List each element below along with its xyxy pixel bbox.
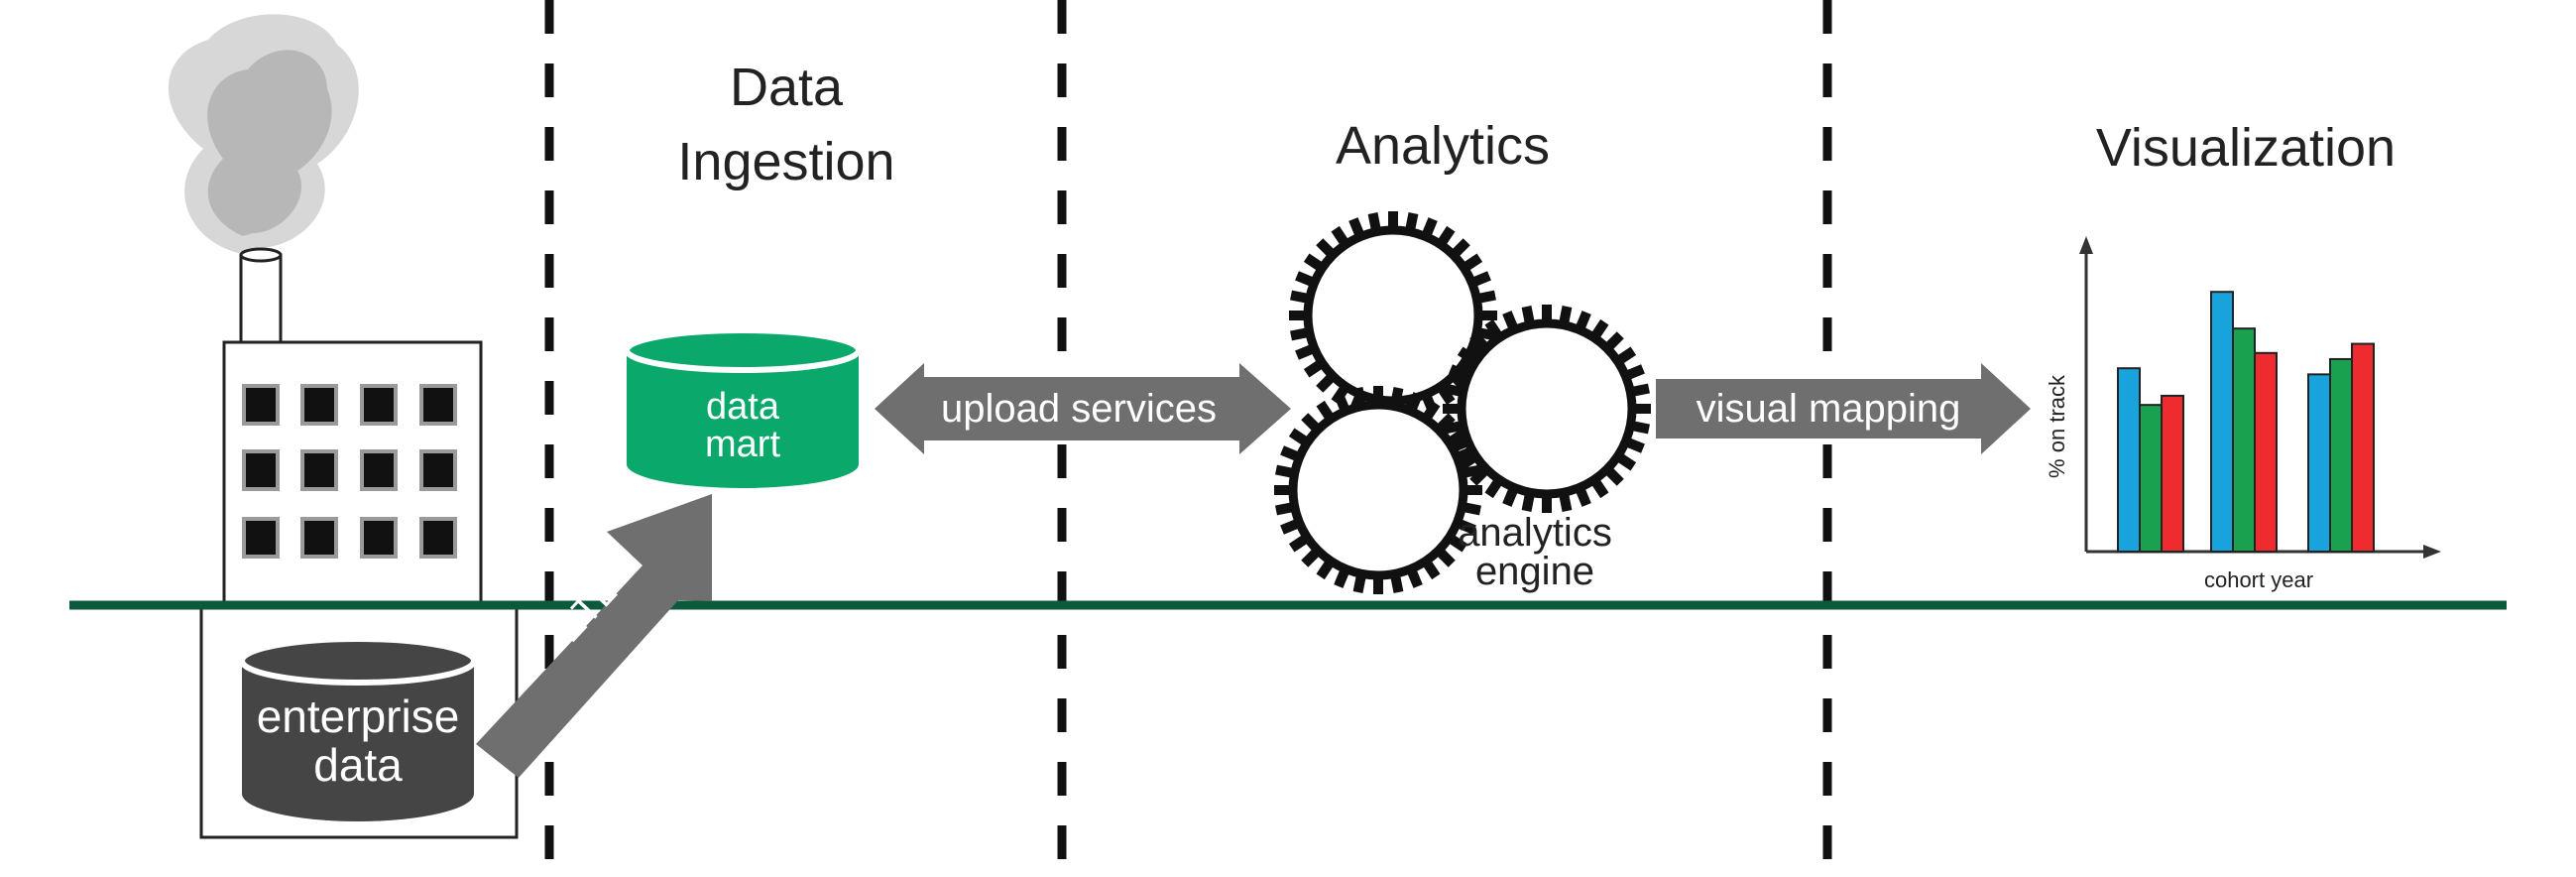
visual-mapping-arrow: visual mapping [1656,363,2031,454]
factory-windows [242,384,457,559]
data-mart-label-line1: data [706,386,780,428]
chart-bar [2254,351,2278,553]
gear-icon [1443,305,1651,513]
analytics-engine-label-line2: engine [1475,550,1594,593]
factory-building [199,247,519,839]
chart-bar [2161,394,2184,554]
chart-bar [2210,291,2234,553]
analytics-engine-gears [1274,211,1651,594]
gear-icon [1274,386,1482,594]
y-axis-arrowhead [2079,236,2093,254]
chart-bar [2117,367,2141,554]
enterprise-db-label-line1: enterprise [257,690,460,742]
data-mart-database: data mart [624,327,862,488]
x-axis-label: cohort year [2204,567,2313,592]
visualization-title: Visualization [2096,118,2396,178]
chart-bar [2139,404,2163,553]
y-axis-label: % on track [2045,374,2069,478]
upload-services-arrow: upload services [875,363,1291,454]
chart-bar [2351,342,2375,553]
etl-arrow: ETL [476,494,712,778]
bar-series [2117,291,2375,554]
chart-bar [2307,373,2331,553]
chart-bar [2329,357,2353,553]
smoke-plume [168,14,359,254]
bar-chart: % on track cohort year [2045,236,2441,592]
data-mart-label-line2: mart [705,424,780,465]
gear-icon [1289,211,1497,420]
analytics-title: Analytics [1336,116,1550,176]
ingestion-title-line1: Data [730,58,844,117]
visual-mapping-label: visual mapping [1697,387,1961,431]
upload-services-label: upload services [941,387,1217,431]
enterprise-database: enterprise data [239,636,477,821]
ingestion-title-line2: Ingestion [677,132,894,191]
chart-bar [2232,327,2256,553]
x-axis-arrowhead [2423,545,2441,559]
analytics-engine-label-line1: analytics [1458,511,1612,555]
enterprise-db-label-line2: data [313,739,403,791]
